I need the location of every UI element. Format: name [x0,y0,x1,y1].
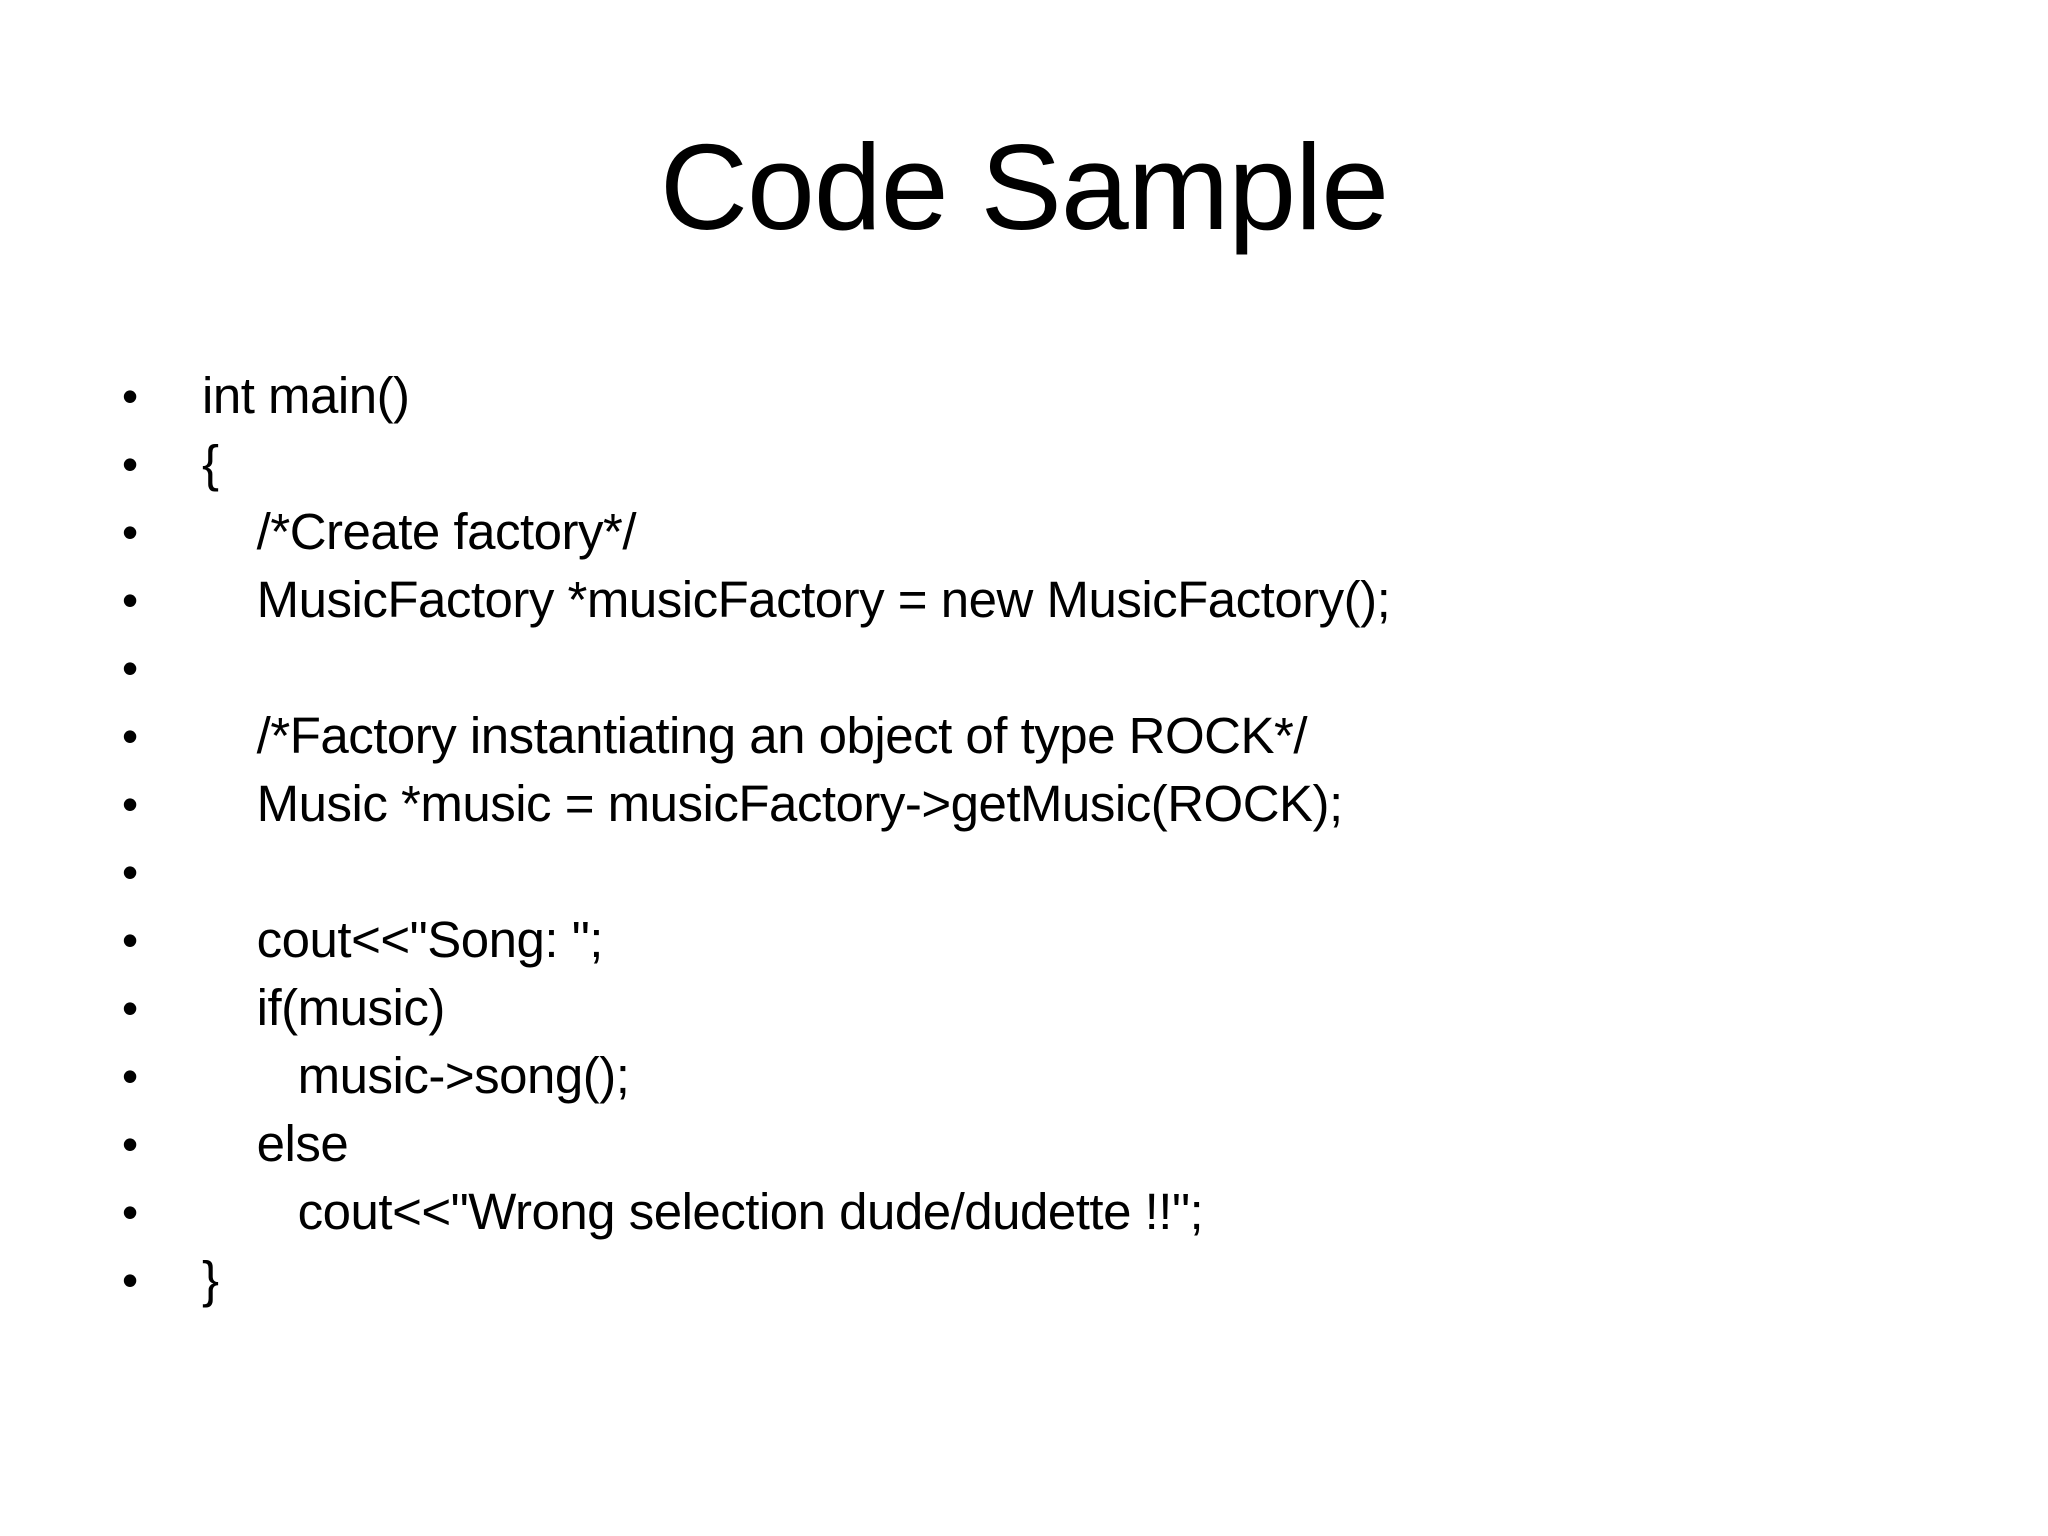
bullet-marker: • [122,710,139,762]
bullet-marker: • [122,1050,139,1102]
code-line: • else [0,1110,2048,1178]
code-list: • int main() • { • /*Create factory*/ • … [0,362,2048,1314]
code-text: /*Factory instantiating an object of typ… [202,707,1308,764]
code-text: Music *music = musicFactory->getMusic(RO… [202,775,1344,832]
bullet-marker: • [122,370,139,422]
bullet-marker: • [122,574,139,626]
code-line: • } [0,1246,2048,1314]
code-line: • music->song(); [0,1042,2048,1110]
code-text: /*Create factory*/ [202,503,637,560]
code-text: else [202,1115,349,1172]
code-line: • /*Factory instantiating an object of t… [0,702,2048,770]
code-text: if(music) [202,979,446,1036]
code-text: MusicFactory *musicFactory = new MusicFa… [202,571,1391,628]
bullet-marker: • [122,778,139,830]
code-line: • [0,634,2048,702]
code-line: • [0,838,2048,906]
bullet-marker: • [122,642,139,694]
code-line: • cout<<"Song: "; [0,906,2048,974]
code-line: • cout<<"Wrong selection dude/dudette !!… [0,1178,2048,1246]
bullet-marker: • [122,506,139,558]
code-line: • MusicFactory *musicFactory = new Music… [0,566,2048,634]
bullet-marker: • [122,1254,139,1306]
bullet-marker: • [122,846,139,898]
code-text: { [202,435,219,492]
code-line: • if(music) [0,974,2048,1042]
code-text: cout<<"Wrong selection dude/dudette !!"; [202,1183,1204,1240]
slide-title: Code Sample [659,119,1389,255]
bullet-marker: • [122,438,139,490]
code-line: • { [0,430,2048,498]
bullet-marker: • [122,982,139,1034]
code-text: music->song(); [202,1047,630,1104]
code-line: • /*Create factory*/ [0,498,2048,566]
code-text: int main() [202,367,410,424]
bullet-marker: • [122,1118,139,1170]
bullet-marker: • [122,1186,139,1238]
code-line: • int main() [0,362,2048,430]
code-text: } [202,1251,219,1308]
code-line: • Music *music = musicFactory->getMusic(… [0,770,2048,838]
code-text: cout<<"Song: "; [202,911,604,968]
bullet-marker: • [122,914,139,966]
